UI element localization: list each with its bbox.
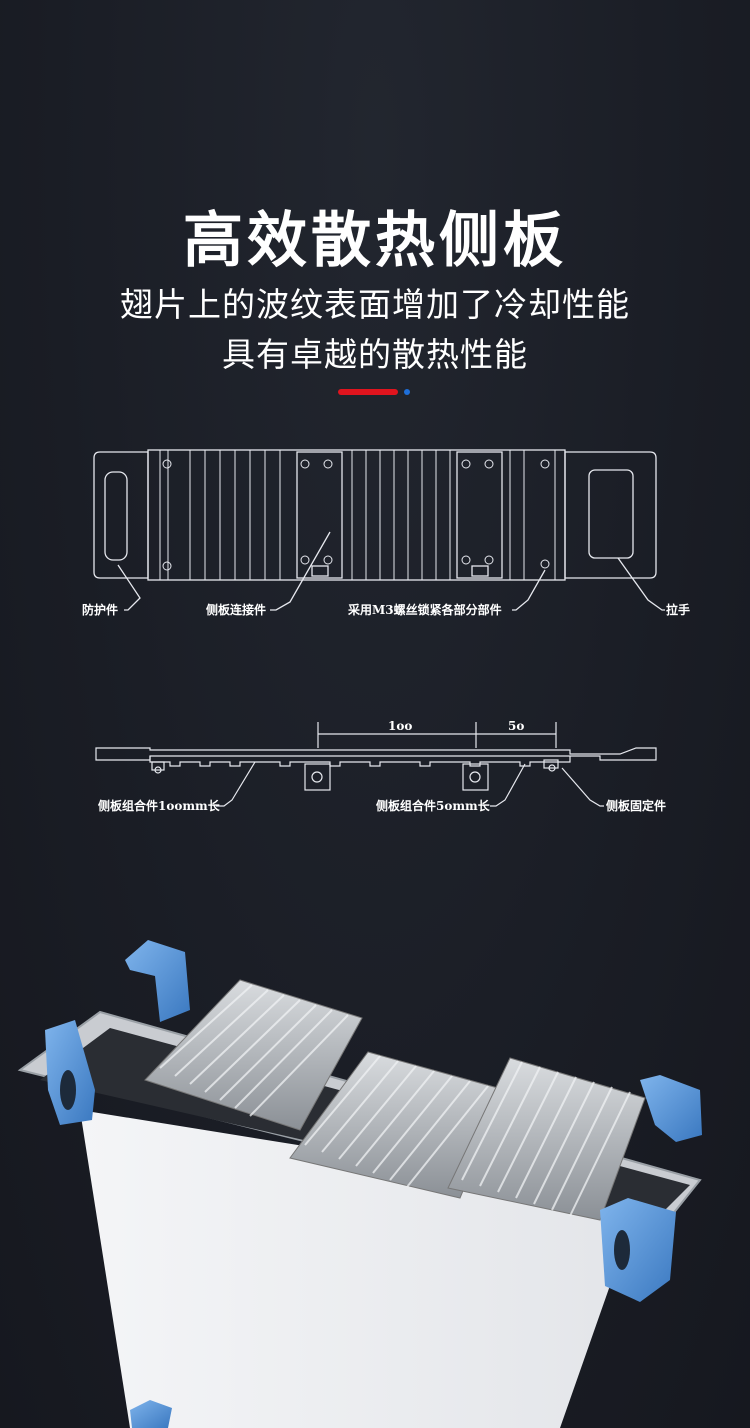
subtitle-line-2: 具有卓越的散热性能 (222, 335, 528, 374)
label-connector: 侧板连接件 (206, 602, 266, 617)
subtitle-line-1: 翅片上的波纹表面增加了冷却性能 (120, 285, 630, 324)
accent-blue-dot (404, 389, 410, 395)
bracket-right (640, 1075, 702, 1142)
side-view-drawing: 1oo 5o 侧板组合件1oomm长 侧板组合件5omm长 侧板固定件 (95, 719, 666, 813)
page-title: 高效散热侧板 (183, 206, 567, 276)
label-handle: 拉手 (666, 602, 690, 617)
dim-left: 1oo (388, 719, 412, 733)
label-assembly-50: 侧板组合件5omm长 (376, 798, 491, 813)
dim-right: 5o (508, 719, 524, 733)
bracket-bottom-right (600, 1198, 676, 1302)
label-protector: 防护件 (82, 602, 118, 617)
label-assembly-100: 侧板组合件1oomm长 (98, 798, 221, 813)
top-view-drawing: 防护件 侧板连接件 采用M3螺丝锁紧各部分部件 拉手 (82, 449, 690, 617)
accent-red-bar (338, 389, 398, 395)
bracket-top-left (125, 940, 190, 1022)
heatsink-1 (144, 979, 363, 1131)
heatsink-3 (447, 1057, 646, 1221)
label-screws: 采用M3螺丝锁紧各部分部件 (347, 602, 502, 617)
label-fixture: 侧板固定件 (606, 798, 666, 813)
product-render (17, 940, 702, 1428)
